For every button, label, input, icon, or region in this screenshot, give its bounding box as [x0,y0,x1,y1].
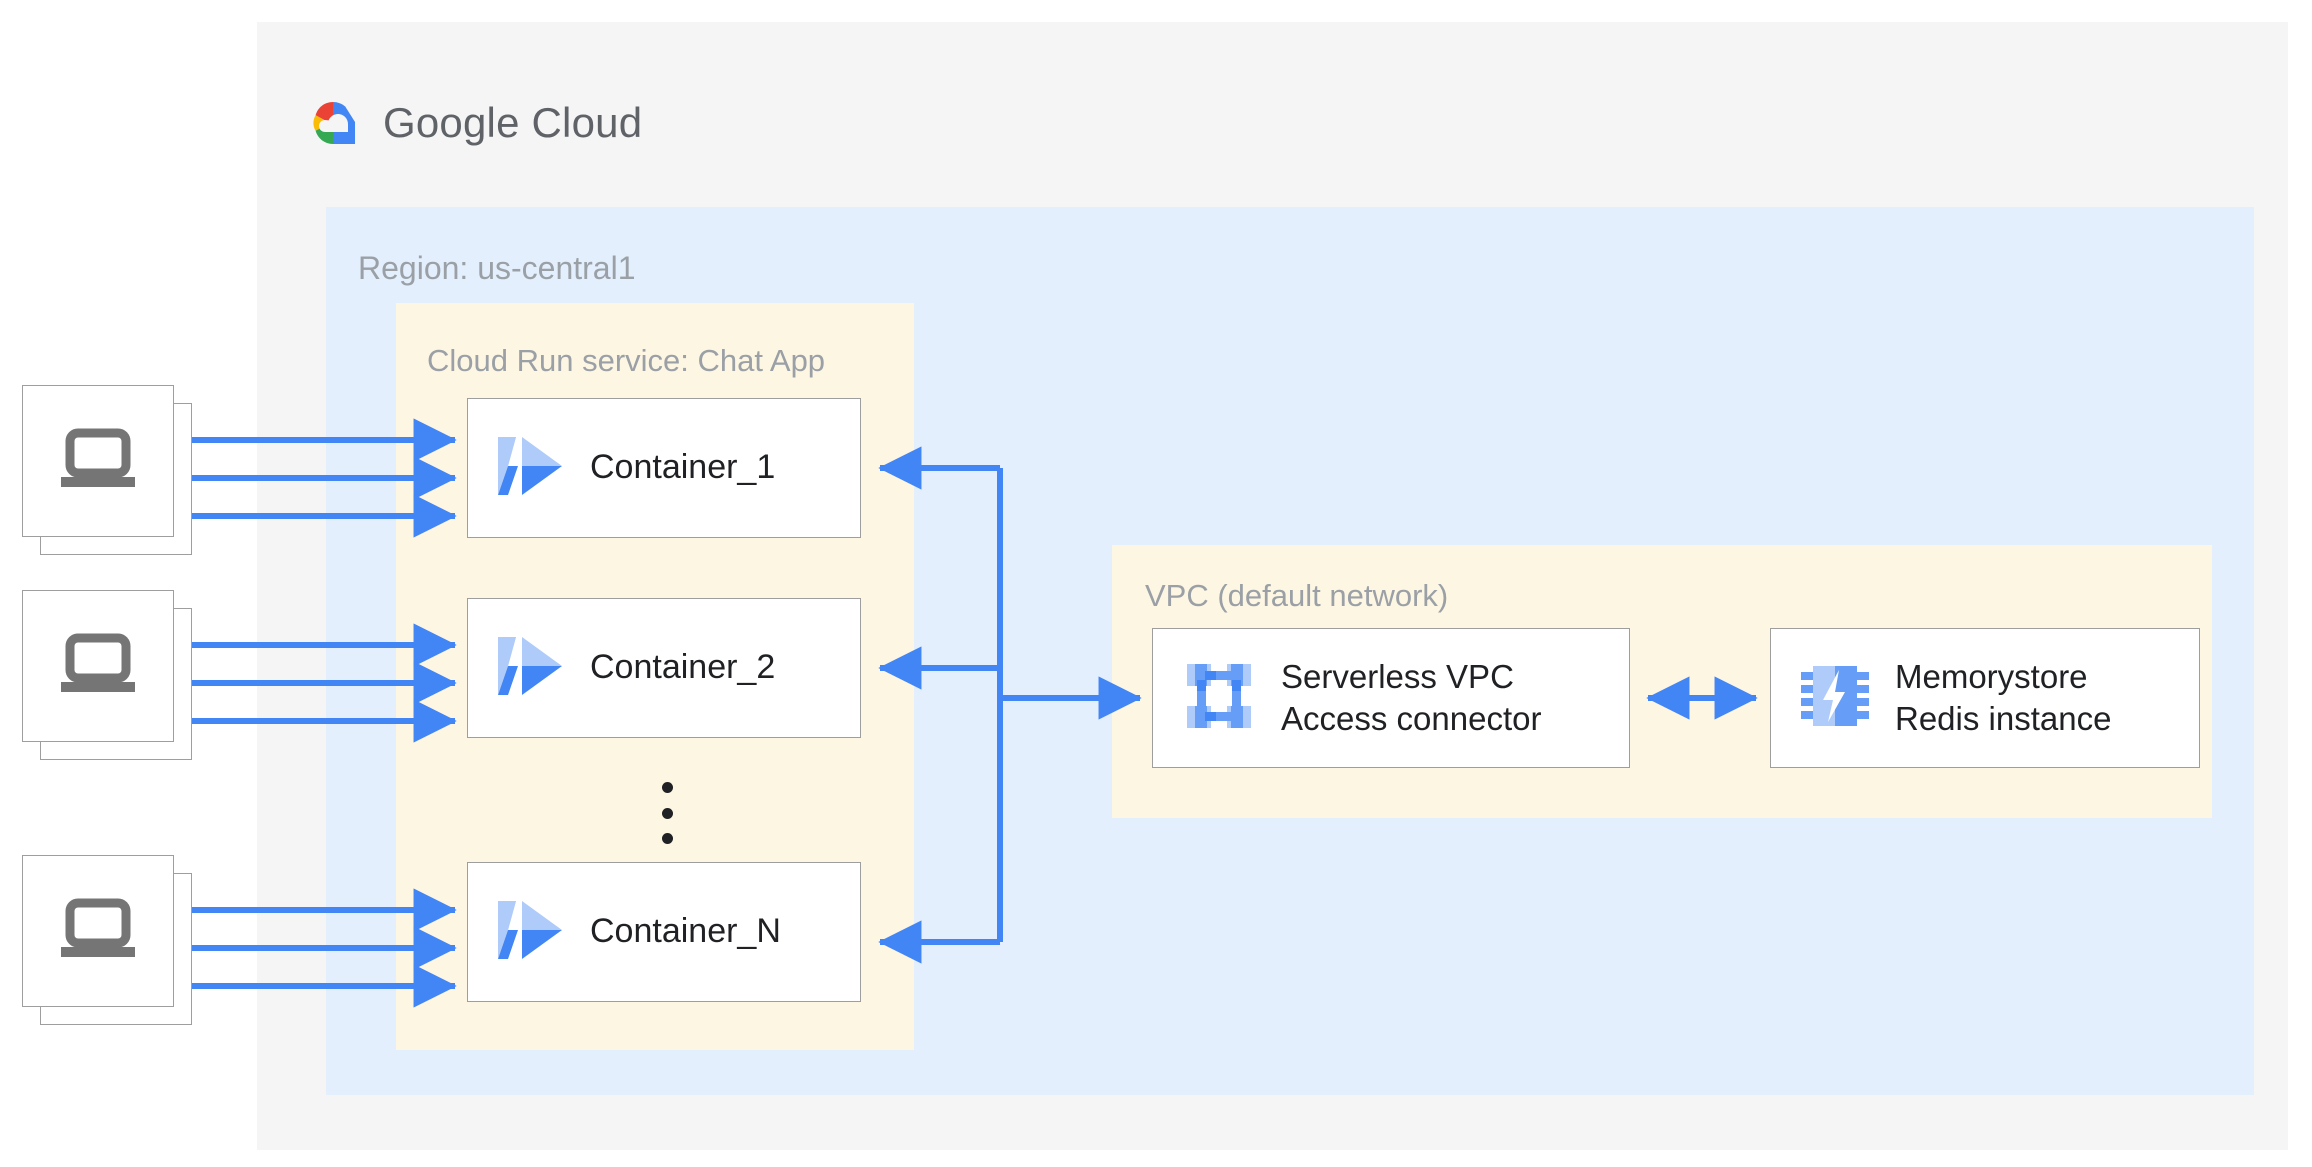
google-cloud-logo-icon [303,98,365,148]
vertical-ellipsis-icon [655,782,679,844]
cloud-run-icon [492,895,568,970]
memorystore-label: Memorystore Redis instance [1895,657,2112,737]
laptop-icon [55,630,141,703]
container-node-1[interactable]: Container_1 [467,398,861,538]
container-label: Container_1 [590,448,776,487]
container-label: Container_2 [590,648,776,687]
container-node-2[interactable]: Container_2 [467,598,861,738]
serverless-vpc-access-connector-node[interactable]: Serverless VPC Access connector [1152,628,1630,768]
serverless-vpc-access-connector-icon [1183,660,1255,737]
memorystore-redis-icon [1799,660,1871,737]
client-card-front [22,855,174,1007]
google-cloud-wordmark: Google Cloud [383,99,643,146]
google-cloud-logo: Google Cloud [303,92,703,154]
client-stack-3[interactable] [22,855,192,1025]
cloud-run-service-label: Cloud Run service: Chat App [427,343,826,378]
container-label: Container_N [590,912,781,951]
laptop-icon [55,895,141,968]
client-card-front [22,590,174,742]
region-label: Region: us-central1 [358,250,636,286]
vpc-label: VPC (default network) [1145,578,1449,613]
memorystore-redis-node[interactable]: Memorystore Redis instance [1770,628,2200,768]
client-stack-1[interactable] [22,385,192,555]
container-node-n[interactable]: Container_N [467,862,861,1002]
laptop-icon [55,425,141,498]
vpc-connector-label: Serverless VPC Access connector [1281,657,1542,737]
cloud-run-icon [492,431,568,506]
cloud-run-icon [492,631,568,706]
client-stack-2[interactable] [22,590,192,760]
client-card-front [22,385,174,537]
